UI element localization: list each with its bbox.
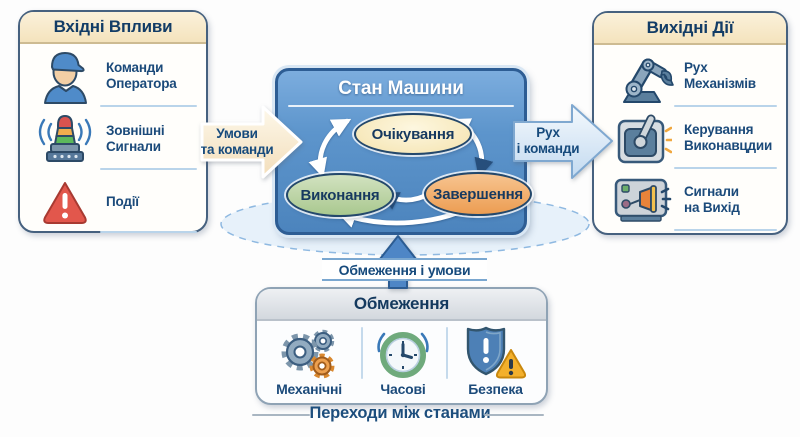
- footer-line-right: [484, 414, 544, 416]
- list-item: Сигнали на Вихід: [594, 169, 786, 231]
- output-panel: Вихідні Дії: [592, 11, 788, 235]
- operator-icon: [33, 48, 97, 104]
- list-item: Зовнішні Сигнали: [20, 107, 206, 170]
- output-signal-icon: [611, 177, 675, 223]
- machine-title-underline: [288, 105, 514, 107]
- footer-caption: Переходи між станами: [309, 404, 491, 422]
- output-item-label: Сигнали на Вихід: [684, 184, 740, 215]
- clock-icon: [372, 325, 434, 381]
- gears-icon: [271, 325, 347, 381]
- up-arrow-label: Обмеження і умови: [322, 258, 487, 281]
- shield-warning-icon: [463, 325, 529, 381]
- joystick-icon: [611, 111, 675, 165]
- output-item-label: Керування Виконавцдии: [684, 122, 773, 153]
- machine-title: Стан Машини: [338, 78, 464, 99]
- state-running: Виконання: [286, 173, 394, 217]
- input-item-label: Події: [106, 193, 139, 209]
- list-item: Безпека: [445, 321, 546, 405]
- state-waiting: Очікування: [354, 113, 472, 155]
- list-item: Події: [20, 170, 206, 233]
- column-divider: [361, 327, 363, 379]
- state-finishing: Завершення: [424, 172, 532, 216]
- left-arrow-label: Умови та команди: [200, 126, 274, 158]
- constraint-label: Часові: [380, 381, 426, 397]
- machine-state-panel: Стан Машини Очікування Виконання Заверше…: [275, 68, 532, 235]
- footer-line-left: [252, 414, 310, 416]
- constraints-panel: Обмеження Механічні: [255, 287, 548, 405]
- event-warning-icon: [33, 179, 97, 225]
- constraints-title: Обмеження: [257, 289, 546, 321]
- output-panel-title: Вихідні Дії: [594, 13, 786, 45]
- input-item-label: Команди Оператора: [106, 59, 177, 91]
- list-item: Механічні: [257, 321, 361, 405]
- input-panel: Вхідні Впливи Команди Оператора: [18, 10, 208, 233]
- right-arrow-label: Рух і команди: [516, 125, 580, 157]
- list-item: Команди Оператора: [20, 44, 206, 107]
- list-item: Керування Виконавцдии: [594, 107, 786, 169]
- list-item: Рух Механізмів: [594, 45, 786, 107]
- robot-arm-icon: [611, 49, 675, 103]
- input-panel-title: Вхідні Впливи: [20, 12, 206, 44]
- input-item-label: Зовнішні Сигнали: [106, 122, 165, 154]
- list-item: Часові: [361, 321, 445, 405]
- signal-tower-icon: [33, 112, 97, 166]
- column-divider: [446, 327, 448, 379]
- output-item-label: Рух Механізмів: [684, 60, 756, 91]
- constraint-label: Механічні: [276, 381, 342, 397]
- constraint-label: Безпека: [468, 381, 523, 397]
